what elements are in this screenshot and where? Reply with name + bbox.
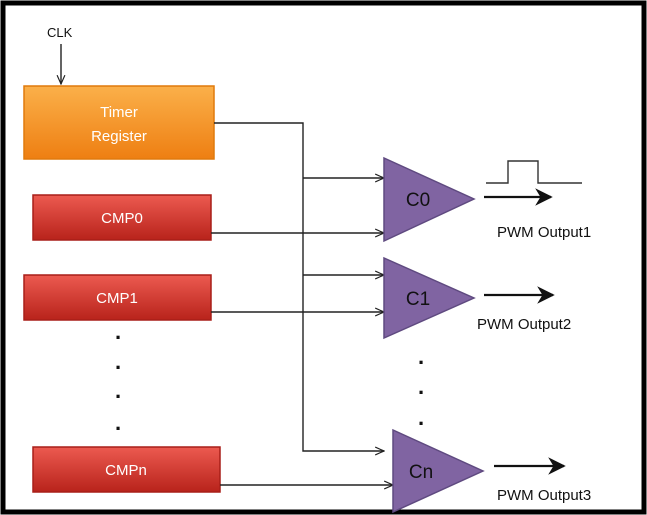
cmp0-label: CMP0 (101, 210, 143, 227)
ellipsis-dot-5: . (418, 344, 424, 369)
comparator-cn: Cn (392, 428, 485, 514)
pulse-waveform-icon (486, 160, 582, 184)
cmp0-register-block: CMP0 (32, 194, 212, 241)
ellipsis-dot-2: . (115, 349, 121, 374)
ellipsis-dot-7: . (418, 405, 424, 430)
clk-label: CLK (47, 25, 73, 40)
timer-label-line2: Register (91, 128, 147, 145)
cmpn-register-block: CMPn (32, 446, 221, 493)
pwm-output2-label: PWM Output2 (477, 316, 571, 333)
comparator-c1: C1 (383, 256, 476, 340)
cmpn-label: CMPn (105, 462, 147, 479)
ellipsis-dot-1: . (115, 319, 121, 344)
cn-label: Cn (409, 462, 433, 483)
timer-label-line1: Timer (100, 104, 138, 121)
pwm-output1-label: PWM Output1 (497, 224, 591, 241)
pwm-output3-label: PWM Output3 (497, 487, 591, 504)
c1-label: C1 (406, 289, 430, 310)
comparator-c0: C0 (383, 156, 476, 243)
ellipsis-dot-3: . (115, 378, 121, 403)
timer-bus-to-cn (214, 122, 384, 451)
timer-register-block: Timer Register (23, 85, 215, 160)
cmp1-register-block: CMP1 (23, 274, 212, 321)
ellipsis-dot-4: . (115, 410, 121, 435)
ellipsis-dot-6: . (418, 374, 424, 399)
cmp1-label: CMP1 (96, 290, 138, 307)
c0-label: C0 (406, 190, 430, 211)
